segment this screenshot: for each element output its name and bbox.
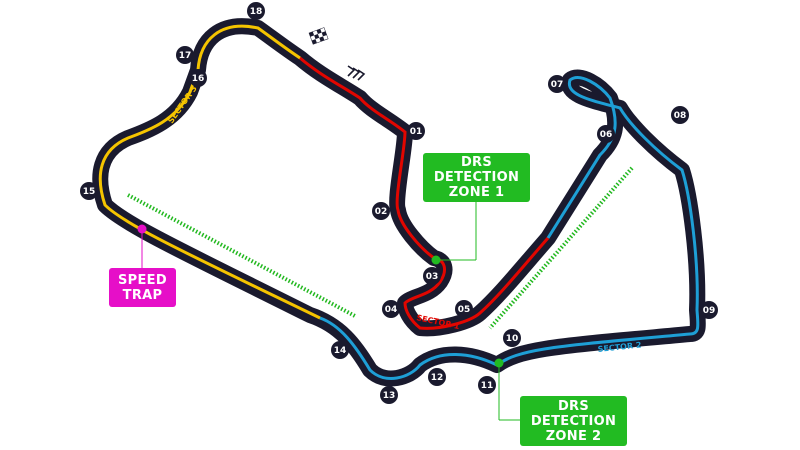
turn-marker-01: 01 — [407, 122, 425, 140]
speed-trap-line2: TRAP — [122, 287, 163, 303]
turn-marker-02: 02 — [372, 202, 390, 220]
turn-marker-15: 15 — [80, 182, 98, 200]
drs-detection-2-line2: DETECTION — [530, 413, 617, 429]
turn-number: 10 — [506, 334, 519, 344]
turn-marker-circle — [423, 267, 441, 285]
turn-marker-17: 17 — [176, 46, 194, 64]
drs-zone-1 — [127, 193, 356, 318]
sector-1-line — [299, 56, 550, 330]
turn-number: 08 — [674, 111, 687, 121]
turn-marker-04: 04 — [382, 300, 400, 318]
turn-marker-circle — [455, 300, 473, 318]
turn-number: 17 — [179, 51, 192, 61]
turn-marker-circle — [380, 386, 398, 404]
turn-marker-08: 08 — [671, 106, 689, 124]
turn-marker-circle — [189, 69, 207, 87]
turn-marker-13: 13 — [380, 386, 398, 404]
drs-detection-2-line1: DRS — [557, 398, 590, 414]
turn-marker-16: 16 — [189, 69, 207, 87]
turn-number: 18 — [250, 7, 263, 17]
turn-marker-circle — [700, 301, 718, 319]
turn-number: 01 — [410, 127, 423, 137]
turn-marker-06: 06 — [597, 125, 615, 143]
turn-marker-circle — [548, 75, 566, 93]
drs-detection-2-line3: ZONE 2 — [545, 428, 602, 444]
drs-detection-zone-2-box: DRS DETECTION ZONE 2 — [520, 396, 627, 446]
turn-number: 11 — [481, 381, 494, 391]
drs-detection-1-line1: DRS — [460, 155, 493, 170]
turn-marker-circle — [176, 46, 194, 64]
turn-marker-circle — [478, 376, 496, 394]
turn-marker-circle — [382, 300, 400, 318]
turn-marker-circle — [372, 202, 390, 220]
turn-number: 05 — [458, 305, 471, 315]
turn-marker-circle — [503, 329, 521, 347]
sector-3-line — [98, 24, 321, 320]
turn-marker-07: 07 — [548, 75, 566, 93]
drs-zone-2 — [488, 166, 634, 330]
turn-marker-circle — [247, 2, 265, 20]
turn-marker-circle — [428, 368, 446, 386]
turn-number: 15 — [83, 187, 96, 197]
turn-marker-03: 03 — [423, 267, 441, 285]
turn-number: 07 — [551, 80, 564, 90]
turn-marker-10: 10 — [503, 329, 521, 347]
turn-marker-circle — [80, 182, 98, 200]
turn-marker-05: 05 — [455, 300, 473, 318]
turn-number: 12 — [431, 373, 444, 383]
turn-number: 13 — [383, 391, 396, 401]
turn-marker-11: 11 — [478, 376, 496, 394]
drs-detection-1-line2: DETECTION — [433, 170, 520, 185]
turn-marker-09: 09 — [700, 301, 718, 319]
turn-number: 03 — [426, 272, 439, 282]
turn-marker-circle — [331, 341, 349, 359]
turn-marker-circle — [671, 106, 689, 124]
turn-number: 14 — [334, 346, 347, 356]
checkered-flag-icon — [308, 27, 329, 45]
turn-marker-12: 12 — [428, 368, 446, 386]
turn-markers: 01 02 03 04 05 06 07 08 09 10 11 12 13 14 15 16 17 18 — [80, 2, 718, 404]
turn-marker-circle — [597, 125, 615, 143]
turn-marker-circle — [407, 122, 425, 140]
sector-2-line — [319, 76, 700, 380]
direction-chevrons-icon — [347, 65, 366, 81]
turn-number: 04 — [385, 305, 398, 315]
drs-detection-1-line3: ZONE 1 — [448, 185, 505, 200]
turn-marker-18: 18 — [247, 2, 265, 20]
turn-marker-14: 14 — [331, 341, 349, 359]
turn-number: 06 — [600, 130, 613, 140]
turn-number: 16 — [192, 74, 205, 84]
speed-trap-line1: SPEED — [118, 272, 167, 288]
turn-number: 02 — [375, 207, 388, 217]
speed-trap-box: SPEED TRAP — [109, 268, 176, 307]
drs-detection-zone-1-box: DRS DETECTION ZONE 1 — [423, 153, 530, 202]
turn-number: 09 — [703, 306, 716, 316]
